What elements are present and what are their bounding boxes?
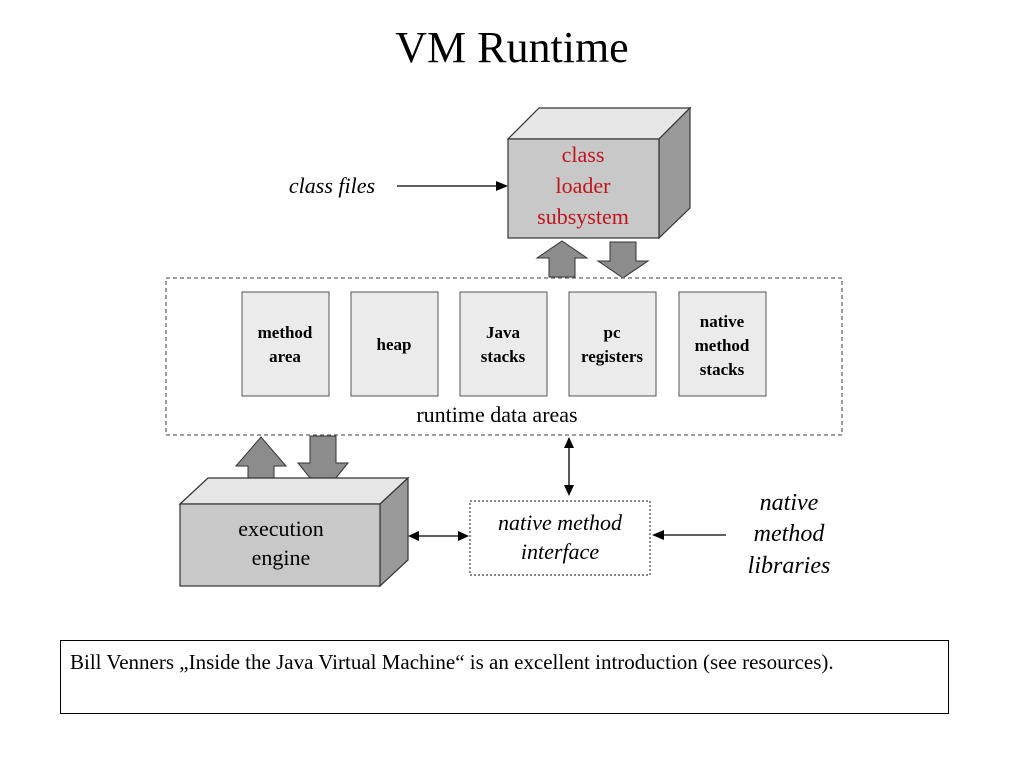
class-loader-line-3: subsystem bbox=[537, 204, 629, 229]
slide-title: VM Runtime bbox=[395, 23, 629, 72]
class-loader-line-2: loader bbox=[556, 173, 612, 198]
data-area-label: native bbox=[700, 312, 745, 331]
reference-note: Bill Venners „Inside the Java Virtual Ma… bbox=[60, 640, 949, 714]
data-area-label: Java bbox=[486, 323, 521, 342]
runtime-interface-arrow bbox=[564, 437, 574, 496]
data-area-label: registers bbox=[581, 347, 643, 366]
data-area-java-stacks: Java stacks bbox=[459, 291, 548, 397]
loader-up-arrow bbox=[535, 240, 589, 278]
data-area-label: pc bbox=[604, 323, 621, 342]
data-area-label: method bbox=[258, 323, 313, 342]
data-area-label: heap bbox=[377, 335, 412, 354]
engine-interface-arrow bbox=[408, 531, 469, 541]
data-area-label: method bbox=[695, 336, 750, 355]
execution-engine-line-1: execution bbox=[238, 516, 324, 541]
libraries-arrow bbox=[652, 530, 726, 540]
loader-down-arrow bbox=[596, 241, 650, 279]
reference-note-text: Bill Venners „Inside the Java Virtual Ma… bbox=[70, 650, 834, 674]
native-libraries-line-2: method bbox=[754, 521, 826, 547]
class-files-arrow bbox=[397, 181, 508, 191]
data-area-method-area: method area bbox=[241, 291, 330, 397]
native-interface-line-1: native method bbox=[498, 510, 623, 535]
runtime-data-areas-label: runtime data areas bbox=[416, 402, 577, 427]
native-interface-line-2: interface bbox=[521, 539, 599, 564]
native-libraries-line-3: libraries bbox=[748, 553, 831, 579]
data-area-pc-registers: pc registers bbox=[568, 291, 657, 397]
class-loader-line-1: class bbox=[562, 142, 605, 167]
execution-engine-box: execution engine bbox=[178, 476, 410, 588]
data-area-native-method-stacks: native method stacks bbox=[678, 291, 767, 397]
class-files-label: class files bbox=[289, 173, 375, 198]
data-area-label: stacks bbox=[700, 360, 745, 379]
native-method-libraries-label: native method libraries bbox=[748, 490, 831, 579]
class-loader-subsystem-box: class loader subsystem bbox=[506, 106, 692, 240]
data-area-heap: heap bbox=[350, 291, 439, 397]
data-area-label: stacks bbox=[481, 347, 526, 366]
native-method-interface-box: native method interface bbox=[469, 500, 651, 576]
execution-engine-line-2: engine bbox=[252, 545, 311, 570]
native-libraries-line-1: native bbox=[760, 490, 819, 516]
runtime-data-areas-container bbox=[165, 277, 843, 436]
data-area-label: area bbox=[269, 347, 301, 366]
